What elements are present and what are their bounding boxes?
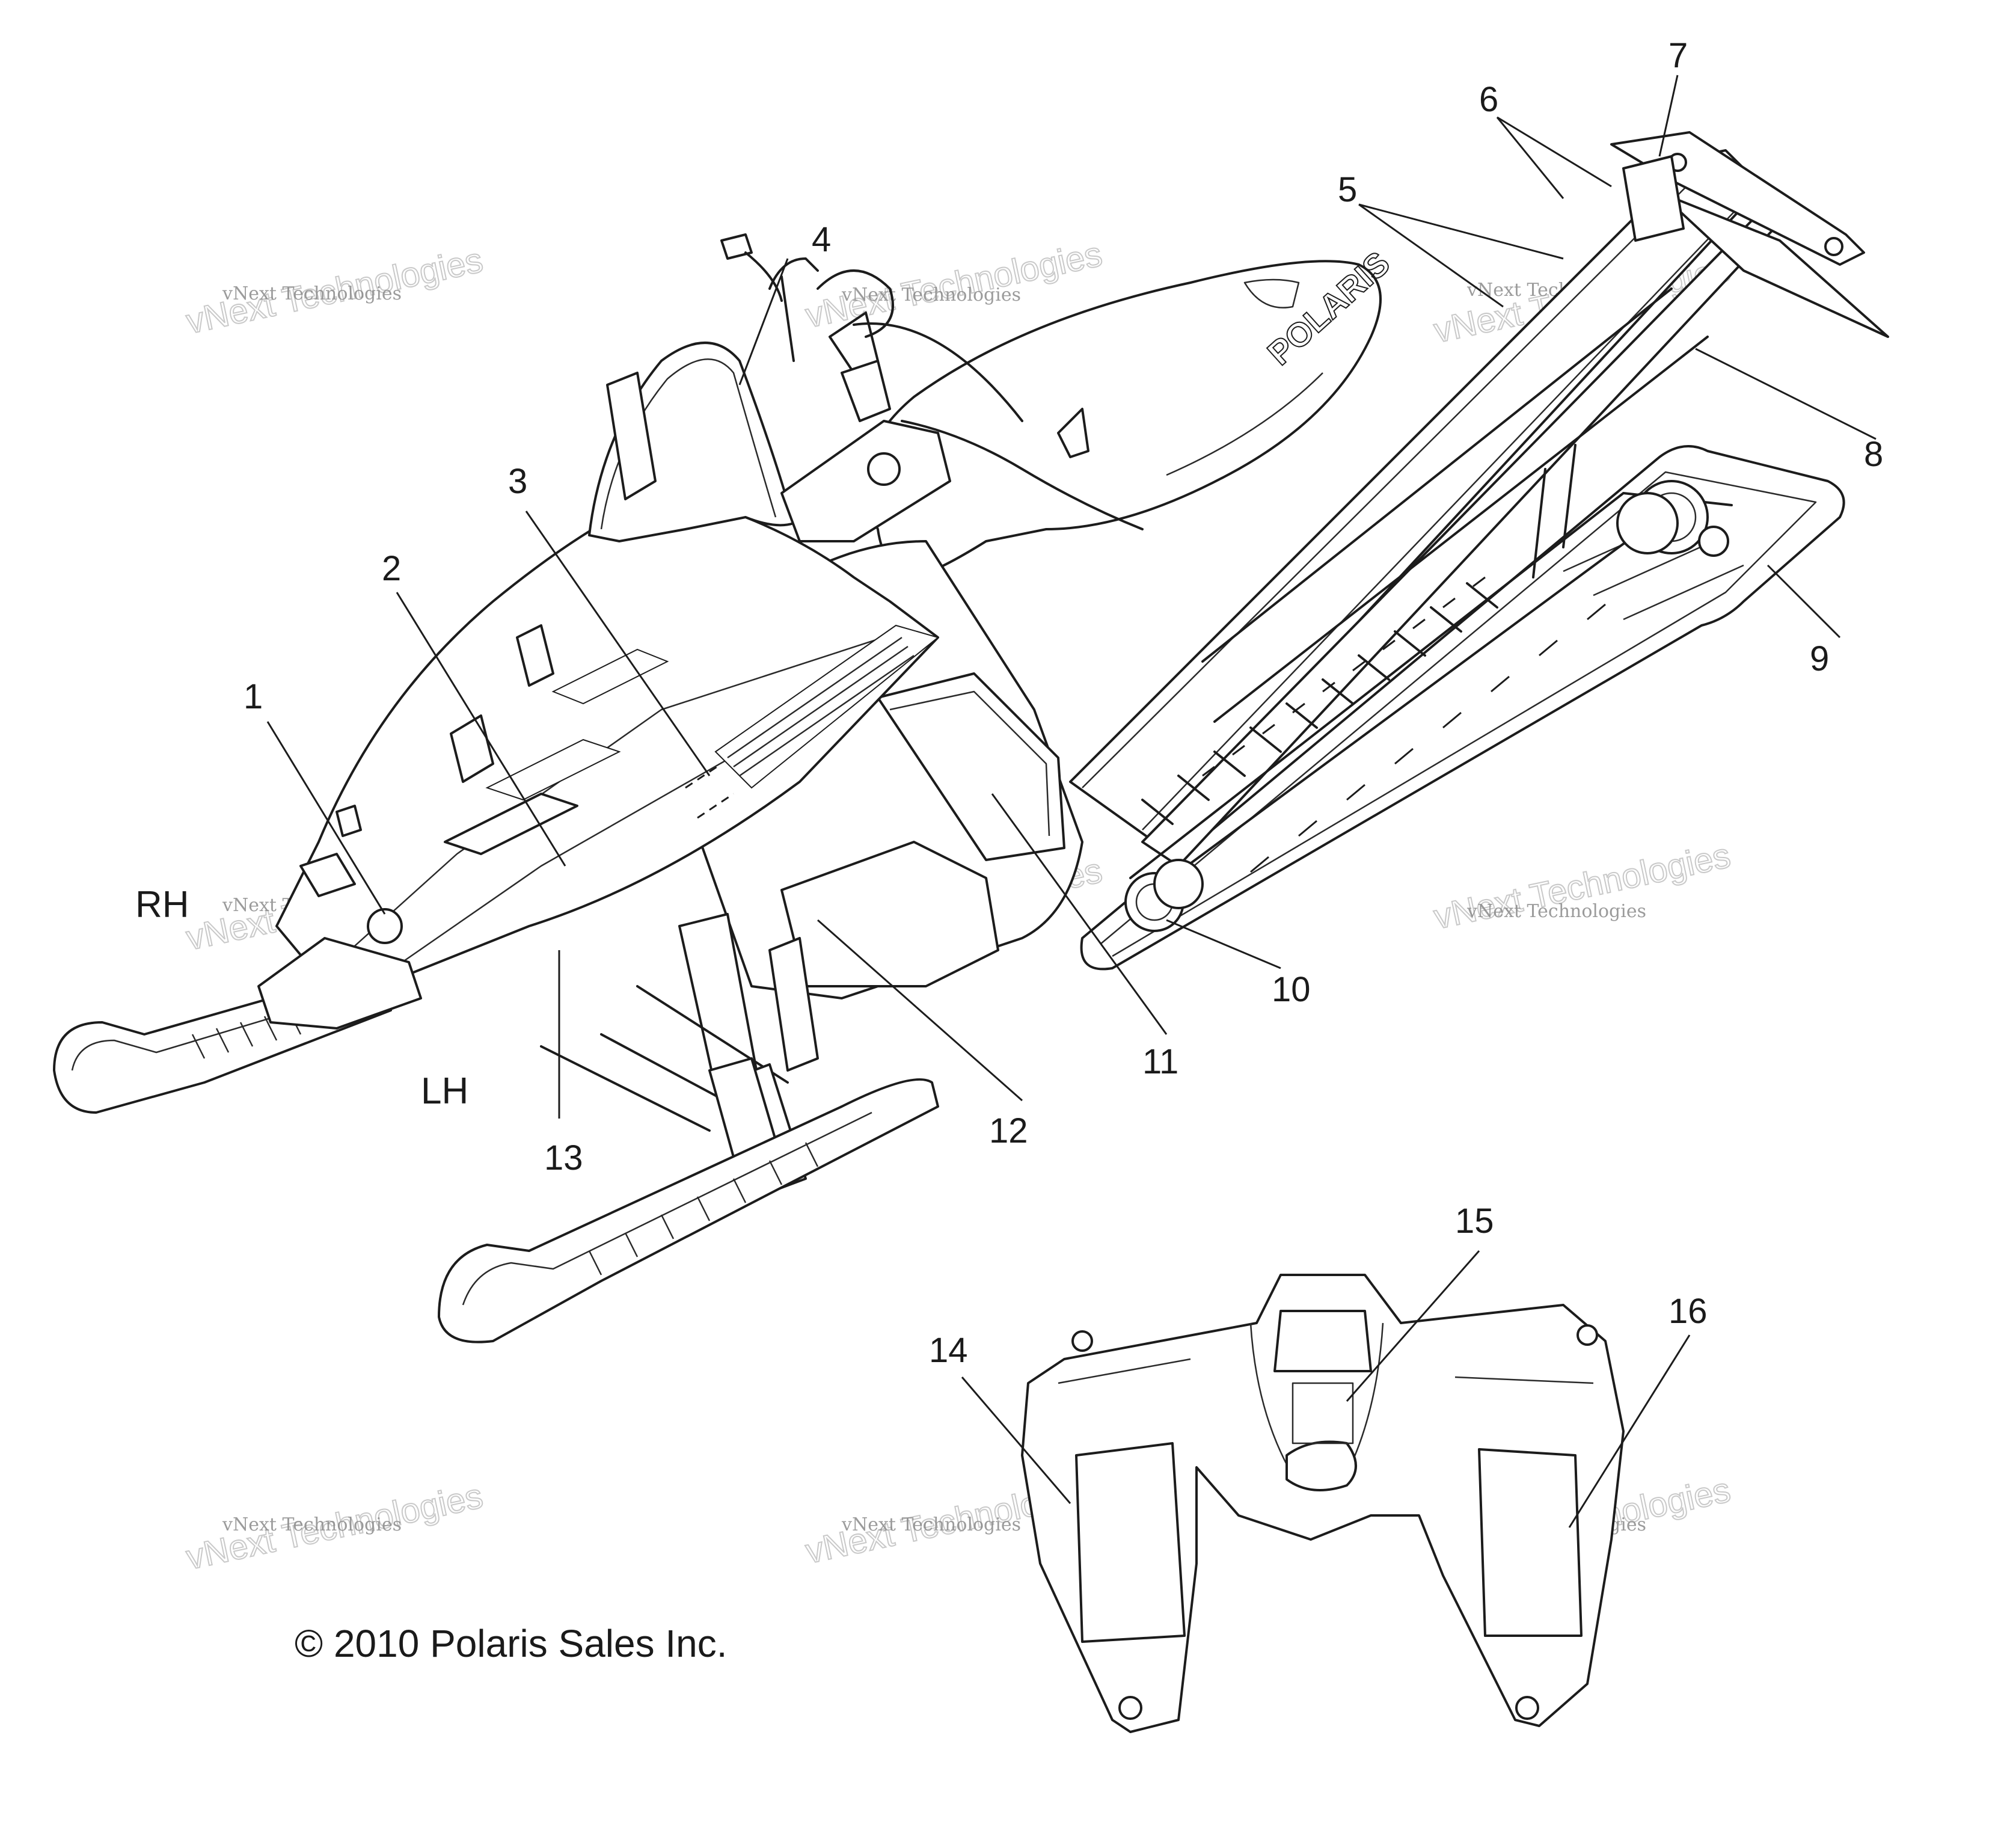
front-nose: [257, 805, 422, 1030]
front-view-inset: [1021, 1274, 1625, 1733]
watermark-text: vNext Technologies: [841, 284, 1021, 305]
callout-1: 1: [244, 677, 263, 716]
callout-6: 6: [1479, 80, 1498, 119]
label-lh: LH: [421, 1070, 468, 1112]
rear-idler-wheels: [1124, 480, 1729, 932]
ski-left: [438, 1078, 939, 1343]
console-and-handlebar: [720, 233, 1144, 542]
watermark-text: vNext Technologies: [222, 1514, 402, 1535]
callout-13: 13: [544, 1138, 583, 1177]
callout-2: 2: [382, 549, 401, 588]
callout-4: 4: [812, 220, 831, 259]
side-labels: RH LH: [135, 884, 468, 1112]
mesh-dots: [727, 636, 915, 777]
callouts: 1 2 3 4 5 6 7 8 9 10 11 12 13 14 15 16: [244, 36, 1883, 1370]
windshield: [588, 342, 795, 542]
callout-9: 9: [1810, 639, 1829, 678]
rail-slots: [1202, 576, 1606, 873]
leader-lines: [266, 75, 1877, 1528]
callout-7: 7: [1668, 36, 1688, 75]
watermark: vNext Technologies vNext Technologies: [1430, 835, 1734, 938]
callout-12: 12: [989, 1111, 1028, 1150]
callout-16: 16: [1668, 1292, 1708, 1331]
callout-8: 8: [1864, 435, 1883, 474]
callout-11: 11: [1142, 1042, 1178, 1081]
snowmobile-illustration: POLARIS: [53, 131, 1889, 1343]
callout-3: 3: [508, 462, 527, 501]
label-rh: RH: [135, 884, 189, 926]
watermark-text: vNext Technologies: [1466, 901, 1646, 922]
rear-track: [1080, 445, 1845, 971]
hood: [275, 516, 940, 999]
rear-bumper: [1610, 131, 1889, 338]
watermark-text: vNext Technologies: [841, 1514, 1021, 1535]
suspension-slats: [1141, 582, 1498, 825]
watermark-text: vNext Technologies: [222, 283, 402, 304]
callout-10: 10: [1272, 970, 1311, 1009]
callout-5: 5: [1338, 170, 1357, 209]
watermark: vNext Technologies vNext Technologies: [182, 1476, 486, 1578]
tunnel-and-rails: [1069, 149, 1781, 891]
callout-15: 15: [1455, 1202, 1494, 1241]
watermark: vNext Technologies vNext Technologies: [182, 240, 486, 342]
callout-14: 14: [929, 1331, 968, 1370]
copyright-notice: © 2010 Polaris Sales Inc.: [295, 1622, 728, 1665]
